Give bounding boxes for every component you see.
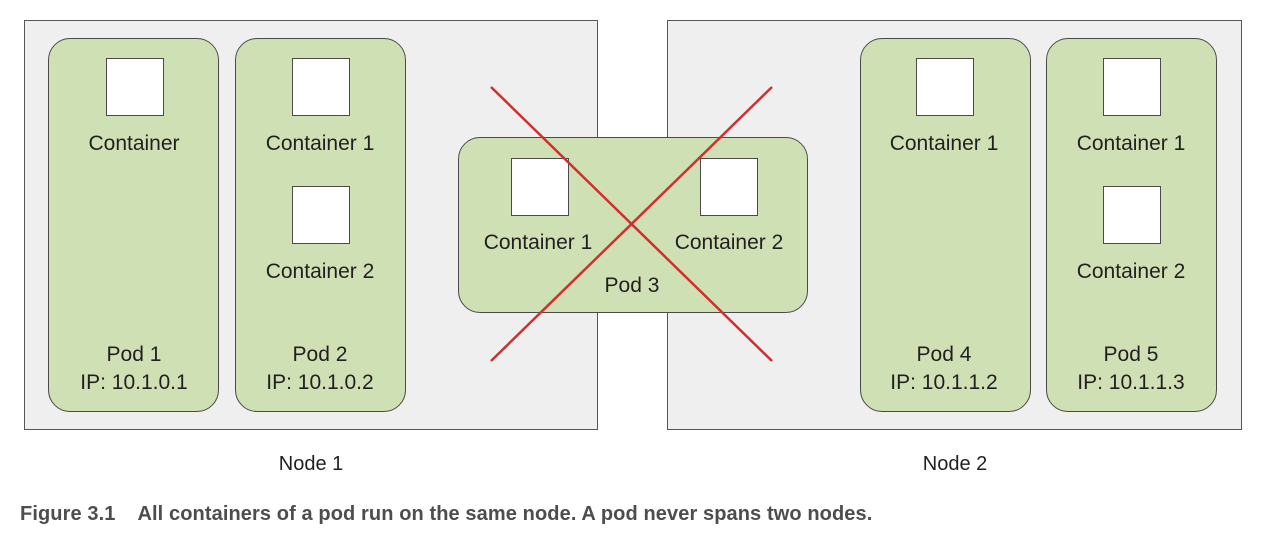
pod-ip: IP: 10.1.1.3 (1077, 371, 1185, 394)
pod-name: Pod 3 (604, 274, 660, 297)
pod-ip: IP: 10.1.0.2 (266, 371, 374, 394)
container-icon (106, 58, 164, 116)
node-label: Node 1 (278, 453, 344, 475)
container-label: Container 1 (889, 132, 999, 155)
container-icon (511, 158, 569, 216)
figure-number: Figure 3.1 (20, 503, 116, 525)
pod-name: Pod 2 (292, 343, 348, 366)
container-icon (700, 158, 758, 216)
pod-name: Pod 5 (1103, 343, 1159, 366)
pod-ip: IP: 10.1.1.2 (890, 371, 998, 394)
node-label: Node 2 (922, 453, 988, 475)
pod-name: Pod 4 (916, 343, 972, 366)
container-label: Container 2 (674, 231, 784, 254)
pod-name: Pod 1 (106, 343, 162, 366)
pod-ip: IP: 10.1.0.1 (80, 371, 188, 394)
container-icon (1103, 186, 1161, 244)
container-label: Container 2 (1076, 260, 1186, 283)
container-label: Container 1 (1076, 132, 1186, 155)
container-icon (292, 186, 350, 244)
container-label: Container (88, 132, 180, 155)
container-label: Container 1 (483, 231, 593, 254)
figure-caption-text: All containers of a pod run on the same … (137, 503, 873, 525)
container-icon (916, 58, 974, 116)
container-label: Container 2 (265, 260, 375, 283)
container-label: Container 1 (265, 132, 375, 155)
container-icon (1103, 58, 1161, 116)
figure-caption: Figure 3.1 All containers of a pod run on… (20, 503, 872, 526)
container-icon (292, 58, 350, 116)
